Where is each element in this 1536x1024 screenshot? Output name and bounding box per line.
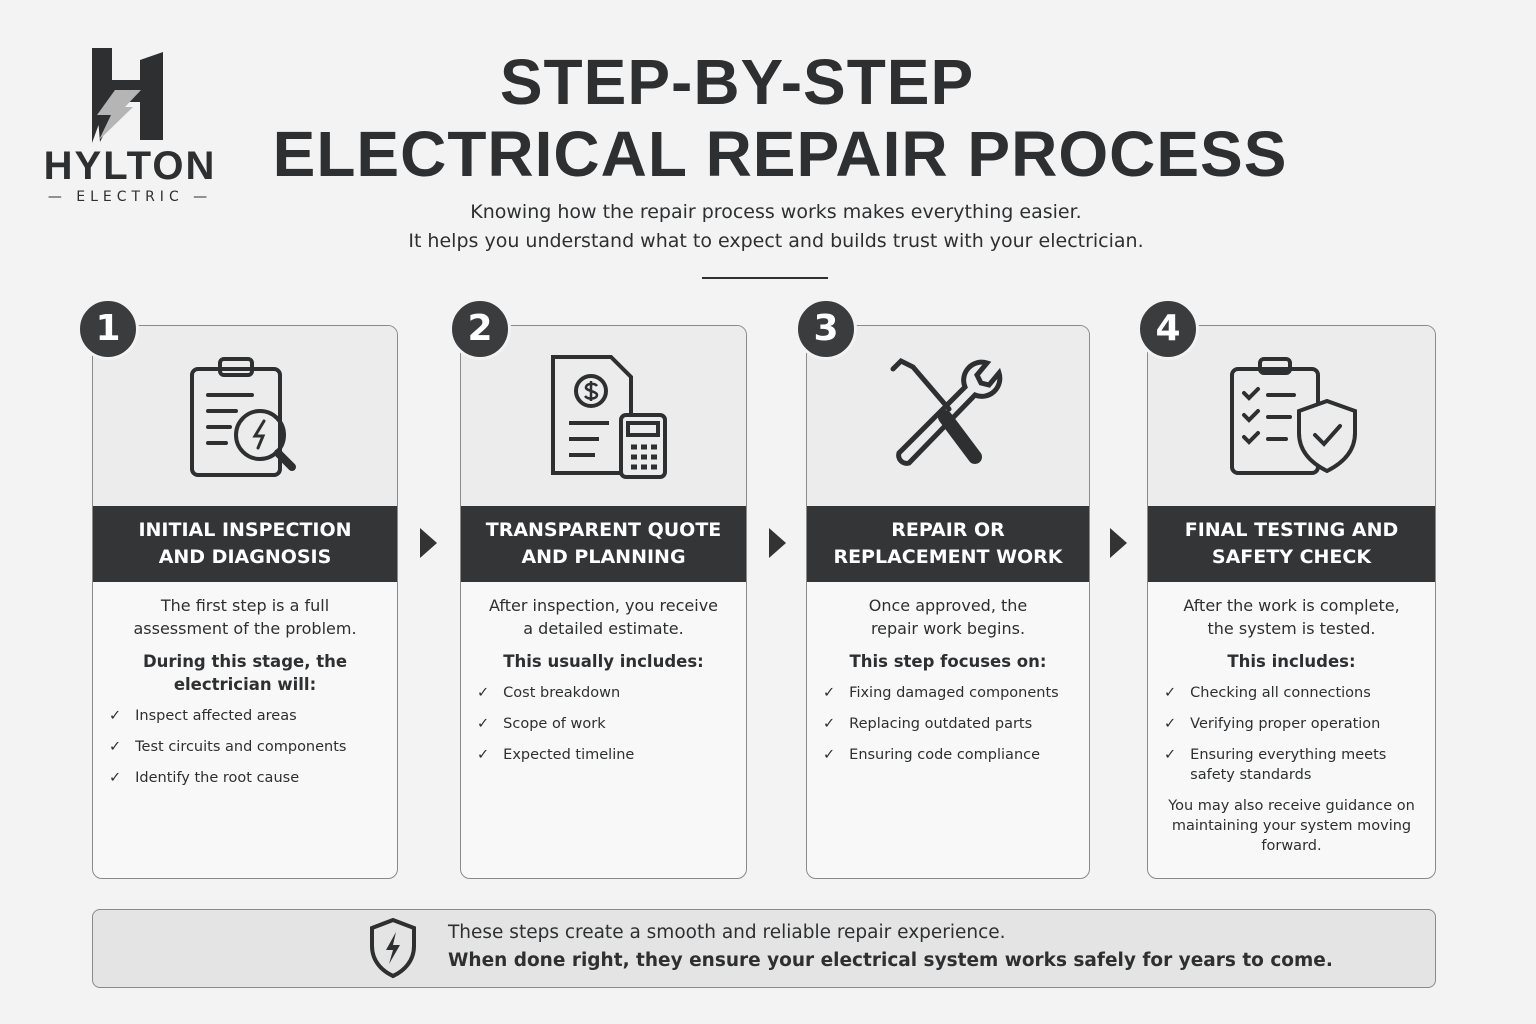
list-item: ✓ Ensuring everything meets safety standa…: [1164, 745, 1419, 785]
list-item-text: Scope of work: [503, 716, 606, 732]
list-item-text: Fixing damaged components: [849, 685, 1059, 701]
check-icon: ✓: [477, 716, 490, 732]
step-title-line2: SAFETY CHECK: [1211, 546, 1372, 568]
step-title: FINAL TESTING AND SAFETY CHECK: [1148, 506, 1435, 582]
page-title-line1: STEP-BY-STEP: [499, 46, 975, 118]
hylton-logo: [92, 48, 163, 143]
list-item-text: Expected timeline: [503, 747, 635, 763]
chevron-right-icon: [769, 528, 786, 558]
check-icon: ✓: [109, 739, 122, 755]
step-checklist: ✓ Fixing damaged components ✓ Replacing out…: [823, 683, 1073, 765]
check-icon: ✓: [1164, 716, 1177, 732]
step-lead: The first step is a full assessment of t…: [133, 596, 357, 638]
subtitle-line1: Knowing how the repair process works mak…: [470, 201, 1082, 223]
list-item: ✓ Checking all connections: [1164, 683, 1419, 703]
step-number-badge: 4: [1137, 298, 1199, 360]
footer-banner: [92, 909, 1436, 988]
check-icon: ✓: [109, 708, 122, 724]
step-title-line2: AND DIAGNOSIS: [158, 546, 332, 568]
checklist-shield-icon: [1148, 326, 1435, 506]
shield-bolt-icon: [370, 917, 416, 979]
clipboard-magnifier-bolt-icon: [93, 326, 397, 506]
step-includes-heading: This step focuses on:: [849, 652, 1047, 671]
step-title-line1: FINAL TESTING AND: [1184, 519, 1399, 541]
list-item-text: Cost breakdown: [503, 685, 621, 701]
list-item: ✓ Scope of work: [477, 714, 730, 734]
list-item: ✓ Replacing outdated parts: [823, 714, 1073, 734]
list-item: ✓ Ensuring code compliance: [823, 745, 1073, 765]
check-icon: ✓: [823, 716, 836, 732]
step-includes-heading: This includes:: [1227, 652, 1356, 671]
brand-tagline: — ELECTRIC —: [47, 189, 213, 205]
step-body: Once approved, the repair work begins. T…: [807, 582, 1089, 788]
step-number-badge: 3: [795, 298, 857, 360]
step-title: REPAIR OR REPLACEMENT WORK: [807, 506, 1089, 582]
step-title: TRANSPARENT QUOTE AND PLANNING: [461, 506, 746, 582]
list-item-text: Inspect affected areas: [135, 708, 297, 724]
check-icon: ✓: [477, 685, 490, 701]
step-body: After the work is complete, the system i…: [1148, 582, 1435, 868]
footer-line2: When done right, they ensure your electr…: [448, 950, 1333, 971]
chevron-right-icon: [1110, 528, 1127, 558]
wrench-screwdriver-icon: [807, 326, 1089, 506]
brand-name: HYLTON: [43, 144, 217, 188]
list-item-text: Identify the root cause: [135, 770, 300, 786]
step-title-line1: REPAIR OR: [891, 519, 1005, 541]
list-item: ✓ Cost breakdown: [477, 683, 730, 703]
list-item-text: Ensuring code compliance: [849, 747, 1041, 763]
check-icon: ✓: [823, 685, 836, 701]
step-checklist: ✓ Cost breakdown ✓ Scope of work ✓ Expected t…: [477, 683, 730, 765]
list-item: ✓ Expected timeline: [477, 745, 730, 765]
divider: [702, 277, 828, 279]
step-checklist: ✓ Checking all connections ✓ Verifying prop…: [1164, 683, 1419, 785]
step-includes-heading: This usually includes:: [503, 652, 704, 671]
check-icon: ✓: [477, 747, 490, 763]
invoice-calculator-icon: [461, 326, 746, 506]
list-item-text: Test circuits and components: [135, 739, 347, 755]
list-item-text: Verifying proper operation: [1190, 716, 1381, 732]
step-card-4: FINAL TESTING AND SAFETY CHECK After the …: [1147, 325, 1436, 879]
check-icon: ✓: [823, 747, 836, 763]
step-lead: After the work is complete, the system i…: [1183, 596, 1400, 638]
list-item: ✓ Identify the root cause: [109, 768, 381, 788]
page-title-line2: ELECTRICAL REPAIR PROCESS: [272, 118, 1288, 190]
list-item: ✓ Fixing damaged components: [823, 683, 1073, 703]
step-number-badge: 1: [77, 298, 139, 360]
list-item-text: Replacing outdated parts: [849, 716, 1033, 732]
list-item: ✓ Inspect affected areas: [109, 706, 381, 726]
step-card-1: INITIAL INSPECTION AND DIAGNOSIS The firs…: [92, 325, 398, 879]
step-title: INITIAL INSPECTION AND DIAGNOSIS: [93, 506, 397, 582]
step-card-3: REPAIR OR REPLACEMENT WORK Once approved,…: [806, 325, 1090, 879]
check-icon: ✓: [109, 770, 122, 786]
step-title-line2: REPLACEMENT WORK: [833, 546, 1063, 568]
step-card-2: TRANSPARENT QUOTE AND PLANNING After insp…: [460, 325, 747, 879]
list-item: ✓ Verifying proper operation: [1164, 714, 1419, 734]
step-checklist: ✓ Inspect affected areas ✓ Test circuits an…: [109, 706, 381, 788]
check-icon: ✓: [1164, 747, 1177, 763]
step-lead: Once approved, the repair work begins.: [868, 596, 1028, 638]
check-icon: ✓: [1164, 685, 1177, 701]
list-item-text: Checking all connections: [1190, 685, 1371, 701]
step-body: The first step is a full assessment of t…: [93, 582, 397, 811]
step-body: After inspection, you receive a detailed…: [461, 582, 746, 788]
list-item-text: Ensuring everything meets safety standar…: [1190, 747, 1387, 783]
footer-line1: These steps create a smooth and reliable…: [448, 922, 1006, 943]
step-title-line1: TRANSPARENT QUOTE: [485, 519, 722, 541]
step-lead: After inspection, you receive a detailed…: [489, 596, 718, 638]
step-note: You may also receive guidance on maintai…: [1168, 798, 1415, 854]
step-number-badge: 2: [449, 298, 511, 360]
step-title-line1: INITIAL INSPECTION: [138, 519, 352, 541]
step-title-line2: AND PLANNING: [521, 546, 686, 568]
list-item: ✓ Test circuits and components: [109, 737, 381, 757]
chevron-right-icon: [420, 528, 437, 558]
subtitle-line2: It helps you understand what to expect a…: [408, 230, 1144, 252]
step-includes-heading: During this stage, the electrician will:: [142, 652, 348, 694]
